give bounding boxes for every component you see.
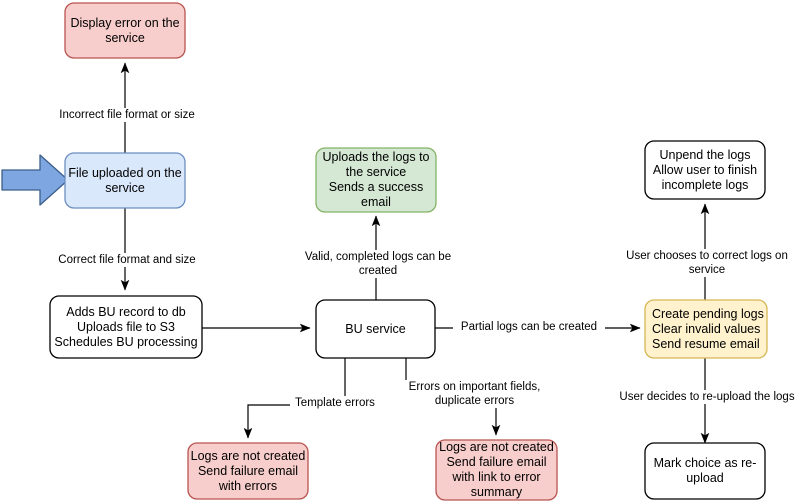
node-bu-service[interactable] [315, 299, 436, 359]
node-uploads-logs[interactable] [315, 147, 437, 213]
node-logs-not-created-errors[interactable] [187, 442, 309, 500]
edge-bu-service-important-field-errors [405, 358, 501, 436]
node-create-pending-logs[interactable] [644, 299, 768, 359]
edge-bu-service-template-errors [243, 358, 346, 439]
node-display-error[interactable] [64, 2, 186, 59]
node-unpend-logs[interactable] [644, 140, 766, 200]
node-file-uploaded[interactable] [64, 152, 186, 209]
node-adds-bu-record[interactable] [49, 295, 203, 359]
entry-block-arrow-icon [1, 154, 69, 206]
node-logs-not-created-summary[interactable] [435, 439, 558, 501]
node-mark-choice[interactable] [644, 442, 766, 500]
